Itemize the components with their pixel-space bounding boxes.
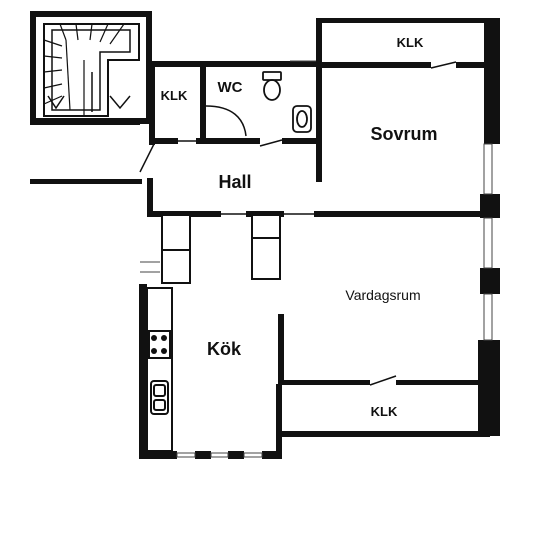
- label-kok: Kök: [207, 339, 242, 359]
- sink-kitchen-icon: [150, 380, 169, 415]
- stairwell: [30, 11, 152, 124]
- kitchen-counter: [146, 287, 173, 452]
- windows: [140, 60, 493, 458]
- hall-cabinets: [161, 214, 281, 284]
- label-wc: WC: [218, 79, 243, 96]
- label-klk-top-right: KLK: [397, 35, 424, 50]
- stove-icon: [148, 330, 171, 359]
- label-vardagsrum: Vardagsrum: [345, 287, 420, 303]
- sink-icon: [292, 105, 312, 133]
- label-klk-small: KLK: [161, 88, 188, 103]
- label-sovrum: Sovrum: [370, 124, 437, 144]
- label-hall: Hall: [218, 172, 251, 192]
- toilet-icon: [263, 79, 281, 101]
- label-klk-bottom: KLK: [371, 404, 398, 419]
- door-lines: [139, 61, 457, 386]
- wc-fixtures: [262, 71, 312, 133]
- room-labels: KLK KLK WC Sovrum Hall Vardagsrum Kök KL…: [161, 35, 438, 419]
